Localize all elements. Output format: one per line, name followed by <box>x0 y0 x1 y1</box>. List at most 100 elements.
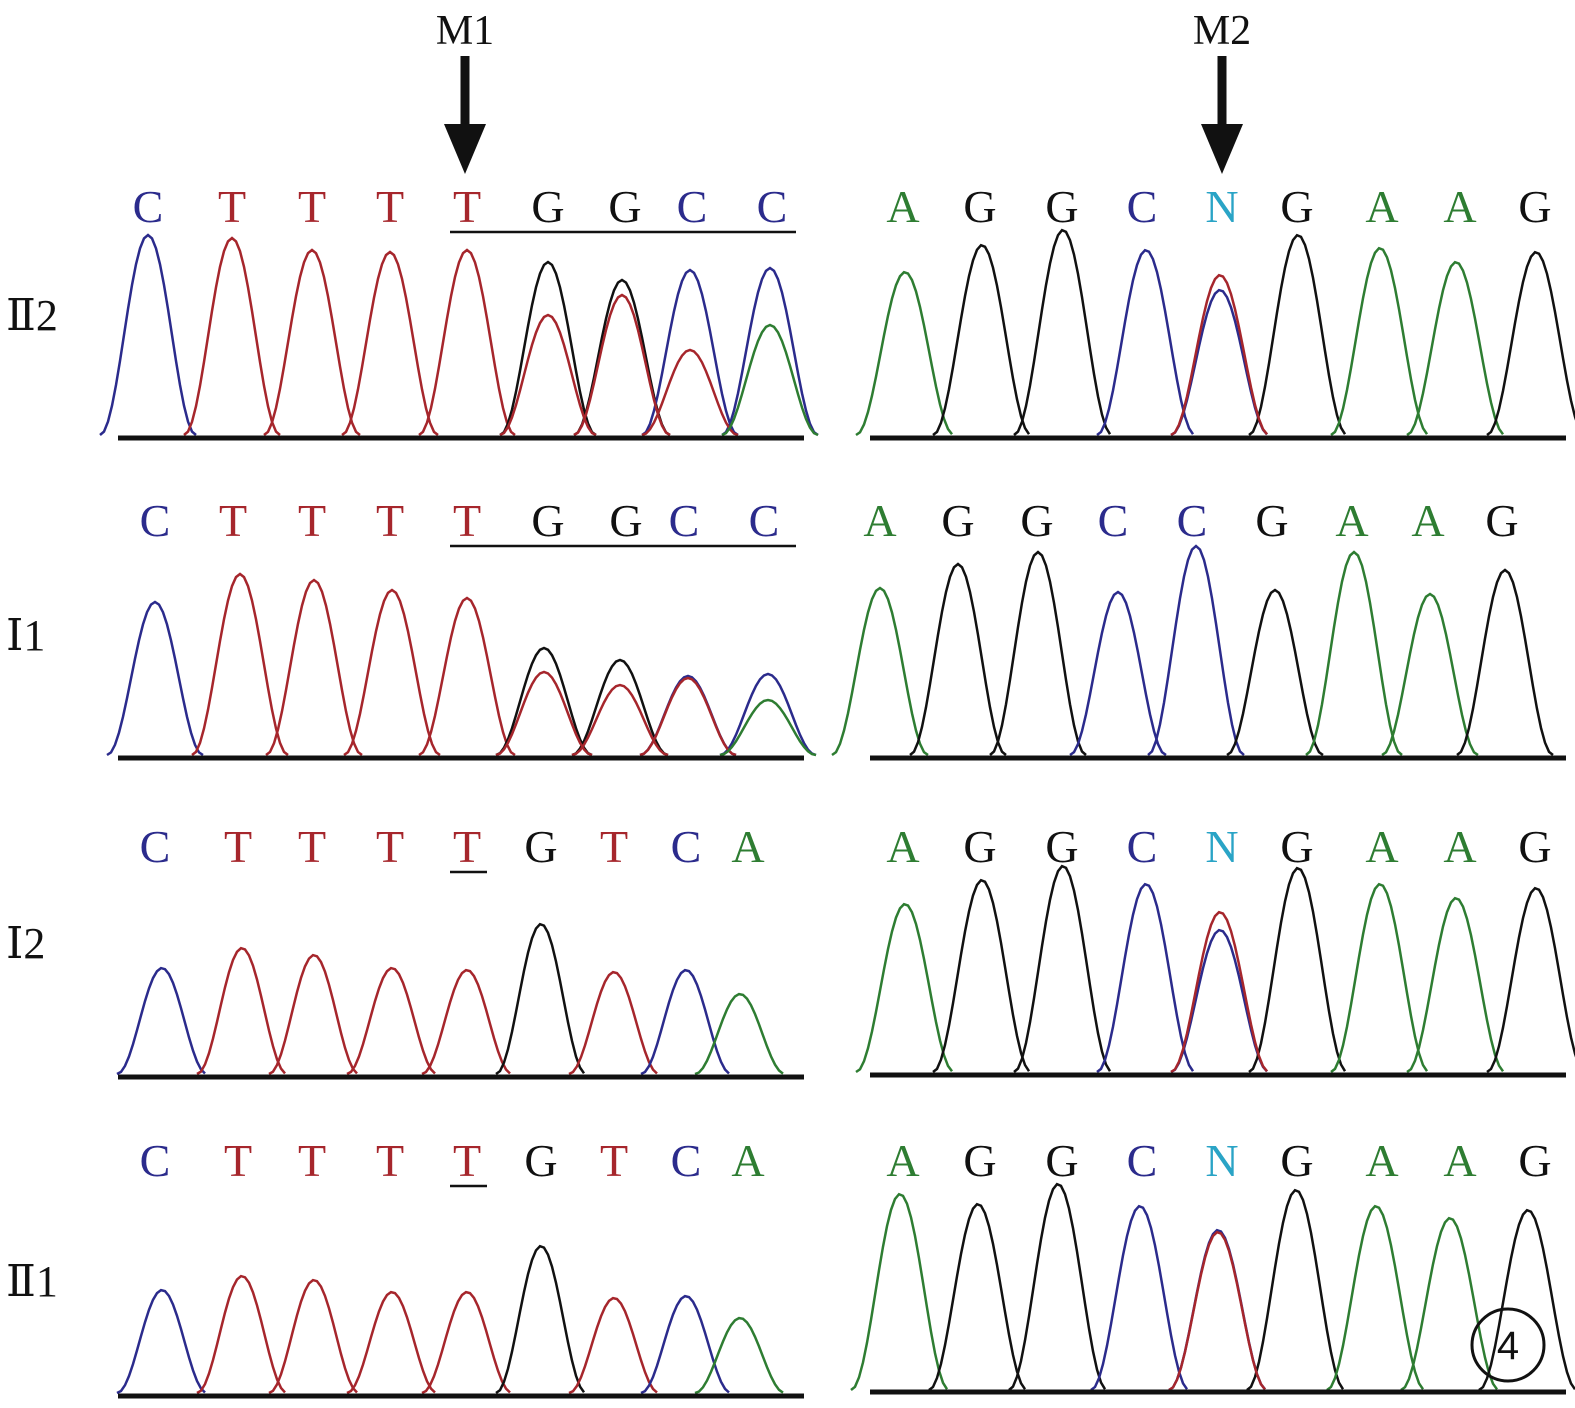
base-calls: C T T T T G G C C <box>133 181 788 232</box>
trace-group <box>106 572 817 757</box>
panel-number-badge: 4 <box>1470 1307 1546 1383</box>
base-call: G <box>1280 181 1313 232</box>
trace-peak <box>1486 250 1575 436</box>
marker-m1: M1 <box>436 8 494 174</box>
base-call: T <box>453 495 481 546</box>
base-call: G <box>531 495 564 546</box>
base-call: G <box>1255 495 1288 546</box>
row-label-I2: Ⅰ2 <box>6 919 45 968</box>
trace-peak <box>346 966 436 1076</box>
base-call: T <box>224 821 252 872</box>
trace-secondary-peak <box>573 293 671 437</box>
base-call: T <box>218 181 246 232</box>
base-call: G <box>1280 821 1313 872</box>
base-call: A <box>1335 495 1368 546</box>
base-call: C <box>133 181 164 232</box>
trace-peak <box>641 268 739 437</box>
trace-peak <box>1330 246 1429 436</box>
base-call: G <box>1485 495 1518 546</box>
trace-peak <box>191 572 289 756</box>
base-calls: A G G C N G A A G <box>886 821 1551 872</box>
base-call: C <box>1177 495 1208 546</box>
trace-peak <box>1381 592 1479 757</box>
trace-peak <box>495 646 593 757</box>
base-call: G <box>1045 1135 1078 1186</box>
base-call: C <box>140 821 171 872</box>
base-call: G <box>963 181 996 232</box>
panel-number-text: 4 <box>1497 1324 1519 1368</box>
base-call: C <box>757 181 788 232</box>
trace-peak <box>571 658 669 757</box>
trace-peak <box>1478 1208 1575 1392</box>
base-call: N <box>1205 821 1238 872</box>
trace-peak <box>1400 1216 1499 1392</box>
panel-I1-left: C T T T T G G C C <box>106 495 817 761</box>
trace-peak <box>1406 260 1505 437</box>
trace-peak <box>850 1192 949 1391</box>
trace-secondary-peak <box>499 313 597 437</box>
trace-peak <box>183 236 281 436</box>
marker-m1-label: M1 <box>436 8 494 54</box>
trace-secondary-peak <box>571 683 669 757</box>
base-call: T <box>453 1135 481 1186</box>
trace-peak <box>855 270 953 437</box>
trace-peak <box>1246 1188 1345 1391</box>
base-call: G <box>1280 1135 1313 1186</box>
base-call: A <box>1365 181 1398 232</box>
base-call: G <box>531 181 564 232</box>
trace-group <box>855 864 1575 1074</box>
base-call: A <box>1365 1135 1398 1186</box>
base-call: C <box>1127 181 1158 232</box>
base-call: A <box>886 181 919 232</box>
marker-m2-arrow-head <box>1201 124 1243 174</box>
trace-peak <box>421 1290 511 1395</box>
base-call: N <box>1205 1135 1238 1186</box>
panel-I2-right: A G G C N G A A G <box>855 821 1575 1078</box>
trace-peak <box>1330 882 1429 1073</box>
trace-peak <box>1013 864 1112 1073</box>
base-calls: A G G C N G A A G <box>886 1135 1551 1186</box>
trace-peak <box>721 266 819 437</box>
trace-peak <box>694 992 784 1076</box>
trace-peak <box>1486 886 1575 1073</box>
base-call: C <box>140 495 171 546</box>
base-call: C <box>140 1135 171 1186</box>
base-call: C <box>671 1135 702 1186</box>
base-call: A <box>863 495 896 546</box>
trace-peak <box>855 902 954 1074</box>
base-call: C <box>1127 821 1158 872</box>
base-calls: C T T T T G T C A <box>140 1135 765 1186</box>
trace-peak <box>989 550 1087 756</box>
panel-number-circle <box>1470 1307 1546 1383</box>
base-call: G <box>1518 181 1551 232</box>
trace-peak <box>1096 248 1195 436</box>
trace-group <box>99 233 819 437</box>
base-call: A <box>1443 821 1476 872</box>
trace-peak <box>640 1294 730 1395</box>
row-label-II1: Ⅱ1 <box>6 1257 58 1306</box>
base-calls: A G G C C G A A G <box>863 495 1518 546</box>
base-call: A <box>731 1135 764 1186</box>
trace-group <box>855 228 1575 437</box>
base-call: G <box>1045 821 1078 872</box>
base-call: G <box>609 495 642 546</box>
trace-peak <box>831 586 929 757</box>
trace-peak <box>196 1274 286 1395</box>
base-call: G <box>941 495 974 546</box>
trace-secondary-peak <box>495 670 593 757</box>
trace-group <box>116 1244 784 1395</box>
trace-peak <box>719 672 817 757</box>
trace-group <box>116 922 784 1076</box>
base-call: T <box>376 495 404 546</box>
trace-secondary-peak <box>719 698 817 757</box>
base-call: T <box>453 821 481 872</box>
base-calls: C T T T T G T C A <box>140 821 765 872</box>
base-call: T <box>600 1135 628 1186</box>
trace-secondary-peak <box>639 676 737 757</box>
base-call: G <box>524 1135 557 1186</box>
base-call: A <box>1443 181 1476 232</box>
trace-peak <box>495 1244 586 1395</box>
trace-group <box>850 1182 1575 1392</box>
base-call: G <box>963 1135 996 1186</box>
